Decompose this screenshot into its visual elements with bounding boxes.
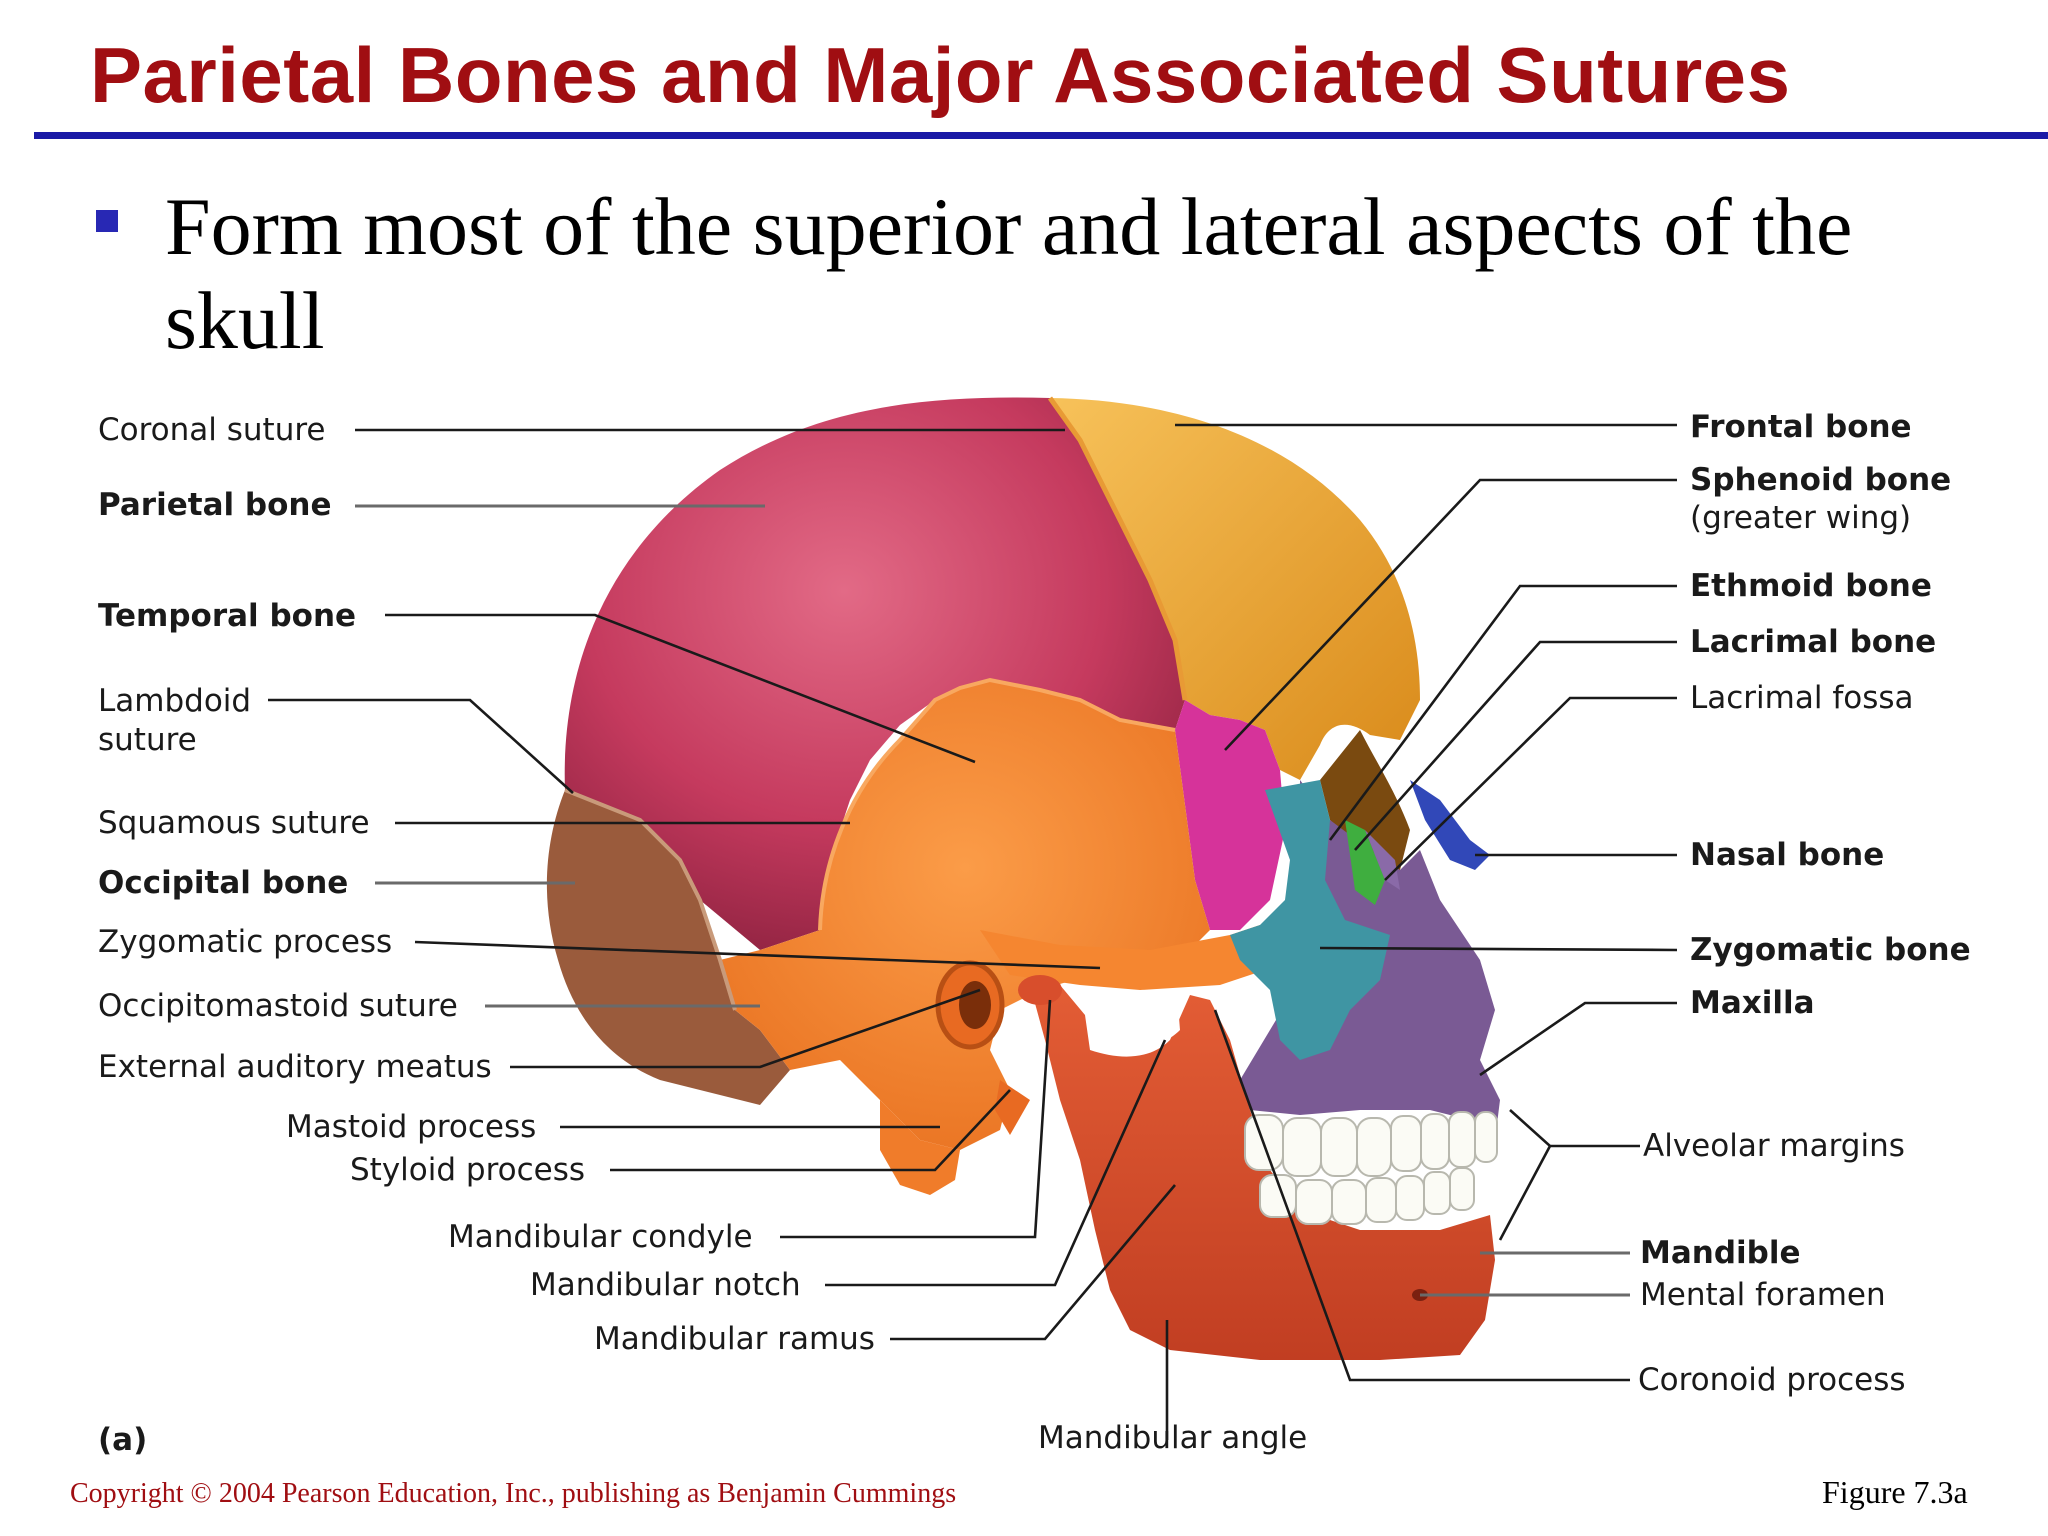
- label-mandibular-notch: Mandibular notch: [530, 1267, 801, 1303]
- bullet-text: Form most of the superior and lateral as…: [165, 181, 1853, 366]
- zygomatic-process: [980, 925, 1265, 990]
- occipital-bone: [546, 790, 790, 1105]
- label-mental-foramen: Mental foramen: [1640, 1277, 1886, 1313]
- label-coronoid-process: Coronoid process: [1638, 1362, 1906, 1398]
- label-mandibular-ramus: Mandibular ramus: [594, 1321, 875, 1357]
- panel-letter: (a): [98, 1422, 147, 1458]
- nasal-bone: [1410, 780, 1490, 870]
- lambdoid-suture-line: [564, 788, 737, 1011]
- label-sphenoid-note: (greater wing): [1690, 500, 1911, 536]
- label-nasal-bone: Nasal bone: [1690, 837, 1884, 873]
- temporal-bone: [720, 680, 1210, 1150]
- squamous-suture-line: [818, 677, 1176, 931]
- slide-title: Parietal Bones and Major Associated Sutu…: [90, 31, 1791, 119]
- label-maxilla: Maxilla: [1690, 985, 1815, 1021]
- label-coronal-suture: Coronal suture: [98, 412, 326, 448]
- ethmoid-bone: [1345, 820, 1385, 905]
- copyright-notice: Copyright © 2004 Pearson Education, Inc.…: [70, 1478, 957, 1509]
- label-zygomatic-bone: Zygomatic bone: [1690, 932, 1971, 968]
- label-mandibular-condyle: Mandibular condyle: [448, 1219, 753, 1255]
- coronal-suture-line: [1047, 396, 1188, 701]
- frontal-bone: [1050, 398, 1420, 780]
- teeth: [1244, 1111, 1498, 1225]
- label-zygomatic-process: Zygomatic process: [98, 924, 392, 960]
- parietal-bone: [564, 397, 1185, 950]
- label-occipital-bone: Occipital bone: [98, 865, 348, 901]
- label-lambdoid-suture-line2: suture: [98, 722, 197, 758]
- label-lacrimal-bone: Lacrimal bone: [1690, 624, 1936, 660]
- label-lambdoid-suture-line1: Lambdoid: [98, 683, 251, 719]
- label-styloid-process: Styloid process: [350, 1152, 585, 1188]
- label-mandibular-angle: Mandibular angle: [1038, 1420, 1307, 1456]
- sphenoid-bone: [1175, 700, 1285, 930]
- label-alveolar-margins: Alveolar margins: [1643, 1128, 1905, 1164]
- figure-reference: Figure 7.3a: [1822, 1474, 1968, 1510]
- label-external-auditory-meatus: External auditory meatus: [98, 1049, 492, 1085]
- mandibular-notch: [1090, 995, 1180, 1045]
- bullet-marker-icon: [96, 210, 118, 232]
- styloid-process: [995, 1080, 1030, 1135]
- mandibular-condyle: [1018, 975, 1062, 1005]
- label-temporal-bone: Temporal bone: [98, 598, 356, 634]
- title-divider: [34, 132, 2048, 139]
- label-lacrimal-fossa: Lacrimal fossa: [1690, 680, 1914, 716]
- orbit-opening: [1320, 730, 1410, 870]
- label-sphenoid-bone: Sphenoid bone: [1690, 462, 1951, 498]
- leader-lines: [268, 423, 1678, 1440]
- label-mastoid-process: Mastoid process: [286, 1109, 536, 1145]
- meatus-canal: [959, 981, 991, 1029]
- label-frontal-bone: Frontal bone: [1690, 409, 1912, 445]
- label-squamous-suture: Squamous suture: [98, 805, 370, 841]
- label-ethmoid-bone: Ethmoid bone: [1690, 568, 1932, 604]
- label-parietal-bone: Parietal bone: [98, 487, 331, 523]
- label-occipitomastoid-suture: Occipitomastoid suture: [98, 988, 458, 1024]
- zygomatic-bone: [1230, 780, 1390, 1060]
- label-mandible: Mandible: [1640, 1235, 1801, 1271]
